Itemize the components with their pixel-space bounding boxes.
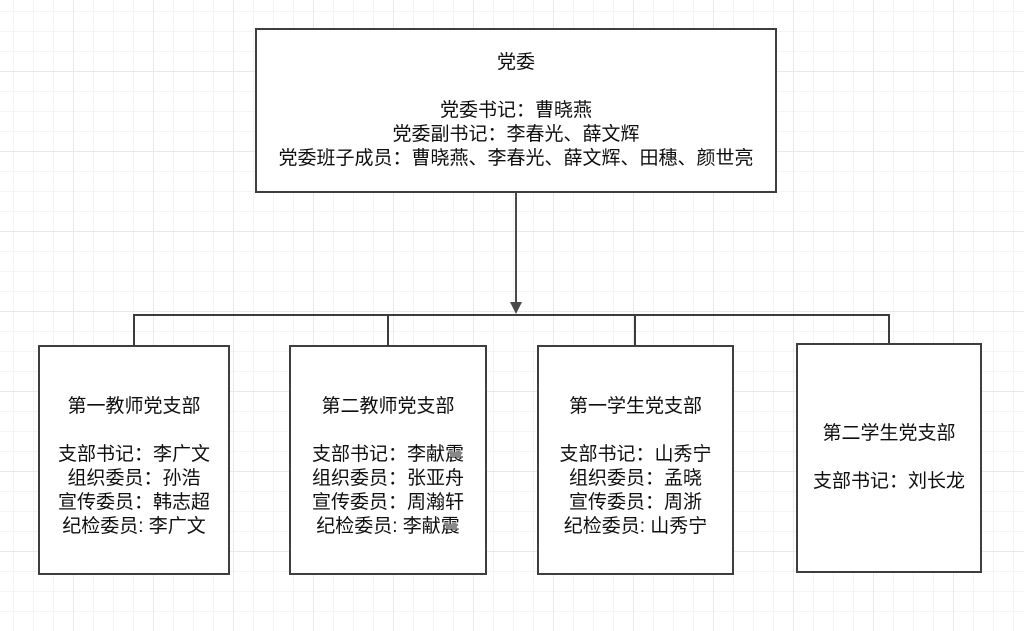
blank-line (257, 75, 775, 99)
node-text-line: 党委书记：曹晓燕 (439, 99, 592, 121)
blank-line (539, 419, 732, 443)
node-text-line: 支部书记：李广文 (57, 444, 210, 465)
node-text-line: 党委副书记：李春光、薛文辉 (392, 123, 640, 145)
connector-horizontal-line (133, 314, 890, 316)
node-title: 党委 (496, 51, 535, 73)
node-text-line: 宣传委员：韩志超 (57, 492, 210, 513)
node-text-line: 组织委员：张亚舟 (311, 468, 464, 489)
node-student-branch-2[interactable]: 第二学生党支部 支部书记：刘长龙 (796, 343, 982, 573)
node-text-line: 纪检委员: 李广文 (62, 516, 206, 537)
node-text-line: 组织委员：孙浩 (67, 468, 201, 489)
node-title: 第二学生党支部 (822, 423, 956, 444)
node-text-line: 宣传委员：周浙 (568, 492, 702, 513)
connector-stub-branch-4 (888, 314, 890, 343)
connector-stub-branch-2 (387, 314, 389, 345)
node-title: 第一教师党支部 (67, 396, 201, 417)
node-text-line: 宣传委员：周瀚轩 (311, 492, 464, 513)
node-text-line: 组织委员：孟晓 (568, 468, 702, 489)
node-text-line: 纪检委员: 山秀宁 (563, 516, 708, 537)
node-student-branch-1[interactable]: 第一学生党支部 支部书记：山秀宁 组织委员：孟晓 宣传委员：周浙 纪检委员: 山… (537, 345, 734, 575)
node-title: 第二教师党支部 (321, 396, 455, 417)
node-teacher-branch-2[interactable]: 第二教师党支部 支部书记：李献震 组织委员：张亚舟 宣传委员：周瀚轩 纪检委员:… (289, 345, 487, 575)
blank-line (798, 446, 980, 470)
connector-root-vertical-line (515, 193, 517, 303)
node-text-line: 纪检委员: 李献震 (316, 516, 460, 537)
node-party-committee[interactable]: 党委 党委书记：曹晓燕 党委副书记：李春光、薛文辉 党委班子成员：曹晓燕、李春光… (255, 28, 777, 193)
blank-line (291, 419, 485, 443)
node-text-line: 支部书记：山秀宁 (559, 444, 712, 465)
arrow-down-icon (510, 302, 522, 314)
node-text-line: 支部书记：李献震 (311, 444, 464, 465)
node-teacher-branch-1[interactable]: 第一教师党支部 支部书记：李广文 组织委员：孙浩 宣传委员：韩志超 纪检委员: … (38, 345, 230, 575)
connector-stub-branch-3 (634, 314, 636, 345)
connector-stub-branch-1 (133, 314, 135, 345)
node-text-line: 支部书记：刘长龙 (812, 471, 965, 492)
node-text-line: 党委班子成员：曹晓燕、李春光、薛文辉、田穗、颜世亮 (278, 147, 754, 169)
blank-line (40, 419, 228, 443)
node-title: 第一学生党支部 (568, 396, 702, 417)
